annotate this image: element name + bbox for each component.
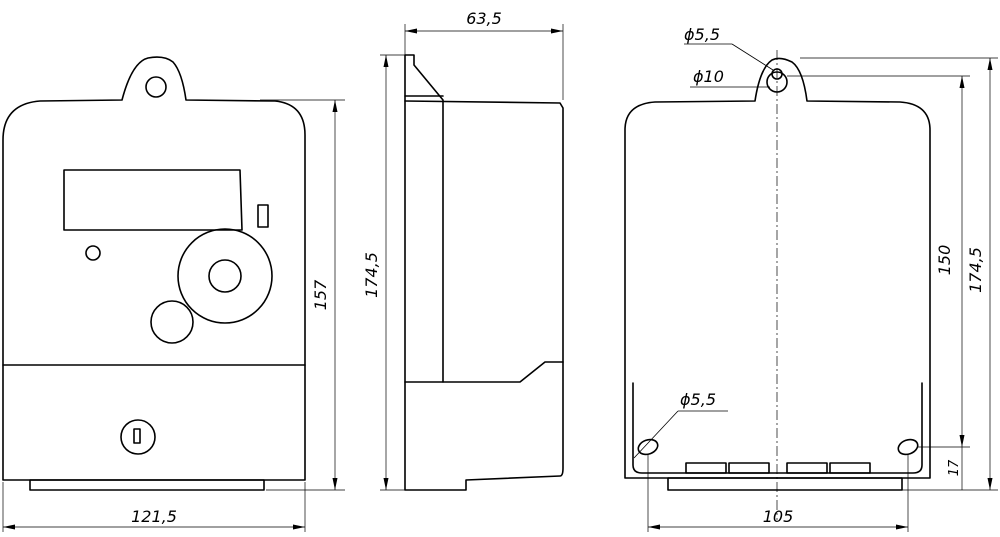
front-body-outline [2,56,306,481]
front-hanging-hole [145,76,167,98]
dimension-side-depth: 63,5 [466,9,502,28]
dimension-back-height-total: 174,5 [966,247,985,293]
display-window [63,169,243,231]
label-bottom-hole: ϕ5,5 [680,390,716,409]
side-view: 63,5 174,5 [362,9,564,491]
dimension-front-height: 157 [311,279,330,310]
dimension-back-height-150: 150 [935,245,954,276]
back-body-outline [624,57,931,479]
label-top-hole-large: ϕ10 [693,67,724,86]
dimension-side-height: 174,5 [362,252,381,298]
encoder-knob-inner [208,259,242,293]
terminal-slot [786,462,828,474]
bottom-mounting-hole-left [637,438,659,456]
back-view: ϕ5,5 ϕ10 ϕ5,5 105 150 174,5 17 [624,25,998,532]
dimension-front-width: 121,5 [131,507,177,526]
side-outline [404,54,564,491]
seal-lock-slot [133,428,141,444]
front-view: 121,5 157 [2,56,345,532]
seal-lock [120,419,156,455]
back-base-plate [667,477,903,491]
indicator-light [85,245,101,261]
terminal-slot [728,462,770,474]
terminal-slot [829,462,871,474]
label-top-hole-small: ϕ5,5 [684,25,720,44]
front-base-plate [29,479,265,491]
encoder-knob-outer [177,228,273,324]
dimension-back-hole-spacing: 105 [763,507,794,526]
bottom-mounting-hole-right [897,438,919,456]
terminal-slot [685,462,727,474]
led-indicator [257,204,269,228]
front-button [150,300,194,344]
dimension-back-bottom-offset: 17 [947,459,962,476]
back-inner-channel [632,382,923,474]
side-housing-upper [404,100,564,363]
